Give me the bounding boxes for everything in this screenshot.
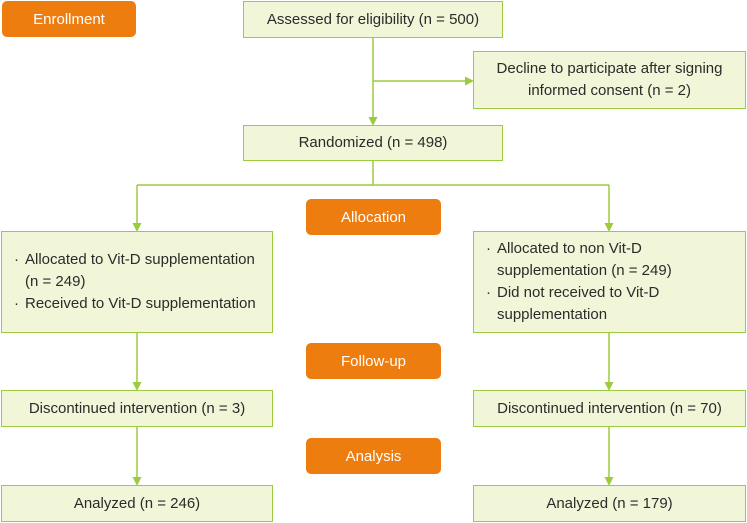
right-allocation-item: Allocated to non Vit-D supplementation (… xyxy=(486,238,733,282)
right-analyzed-box: Analyzed (n = 179) xyxy=(473,485,746,522)
left-analyzed-box: Analyzed (n = 246) xyxy=(1,485,273,522)
stage-allocation: Allocation xyxy=(306,199,441,235)
stage-analysis: Analysis xyxy=(306,438,441,474)
left-discontinued-box: Discontinued intervention (n = 3) xyxy=(1,390,273,427)
right-discontinued-box: Discontinued intervention (n = 70) xyxy=(473,390,746,427)
assessed-eligibility-box: Assessed for eligibility (n = 500) xyxy=(243,1,503,38)
left-allocation-box: Allocated to Vit-D supplementation (n = … xyxy=(1,231,273,333)
declined-box: Decline to participate after signing inf… xyxy=(473,51,746,109)
right-allocation-list: Allocated to non Vit-D supplementation (… xyxy=(486,238,733,326)
left-allocation-item: Allocated to Vit-D supplementation (n = … xyxy=(14,249,260,293)
stage-follow-up: Follow-up xyxy=(306,343,441,379)
right-allocation-item: Did not received to Vit-D supplementatio… xyxy=(486,282,733,326)
left-allocation-item: Received to Vit-D supplementation xyxy=(14,293,260,315)
stage-enrollment: Enrollment xyxy=(2,1,136,37)
left-allocation-list: Allocated to Vit-D supplementation (n = … xyxy=(14,249,260,315)
randomized-box: Randomized (n = 498) xyxy=(243,125,503,161)
right-allocation-box: Allocated to non Vit-D supplementation (… xyxy=(473,231,746,333)
